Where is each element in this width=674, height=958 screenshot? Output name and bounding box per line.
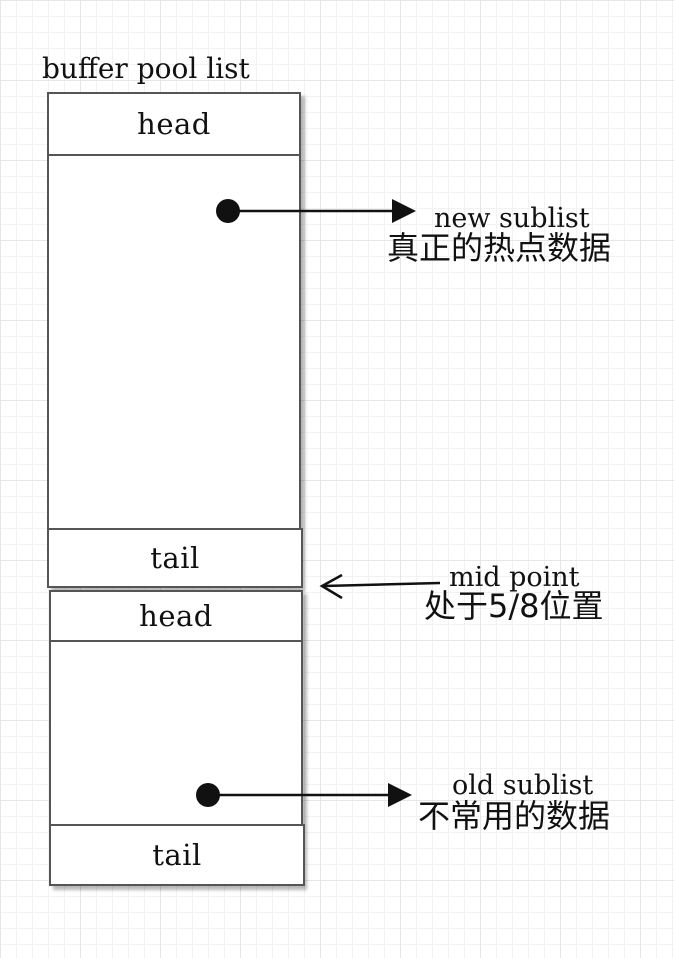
new-sublist-caption-zh: 真正的热点数据 bbox=[387, 229, 612, 267]
new-sublist-head-label: head bbox=[137, 106, 211, 141]
new-sublist-box bbox=[47, 92, 301, 588]
new-sublist-tail: tail bbox=[47, 528, 303, 588]
new-sublist-arrowhead bbox=[392, 199, 416, 223]
diagram-title: buffer pool list bbox=[42, 52, 250, 85]
old-sublist-tail: tail bbox=[49, 824, 305, 886]
midpoint-caption: mid point bbox=[449, 562, 580, 593]
old-sublist-tail-label: tail bbox=[152, 837, 202, 872]
new-sublist-tail-label: tail bbox=[150, 540, 200, 575]
old-sublist-arrowhead bbox=[388, 783, 412, 807]
new-sublist-head: head bbox=[47, 92, 301, 156]
midpoint-arrow bbox=[319, 573, 441, 600]
new-sublist-caption: new sublist bbox=[434, 203, 590, 234]
old-sublist-head: head bbox=[49, 590, 303, 642]
old-sublist-head-label: head bbox=[139, 598, 213, 633]
old-sublist-caption-zh: 不常用的数据 bbox=[418, 797, 611, 835]
midpoint-arrow-line bbox=[323, 581, 441, 588]
midpoint-caption-zh: 处于5/8位置 bbox=[424, 587, 604, 625]
old-sublist-caption: old sublist bbox=[452, 770, 594, 801]
midpoint-arrowhead bbox=[319, 573, 343, 600]
